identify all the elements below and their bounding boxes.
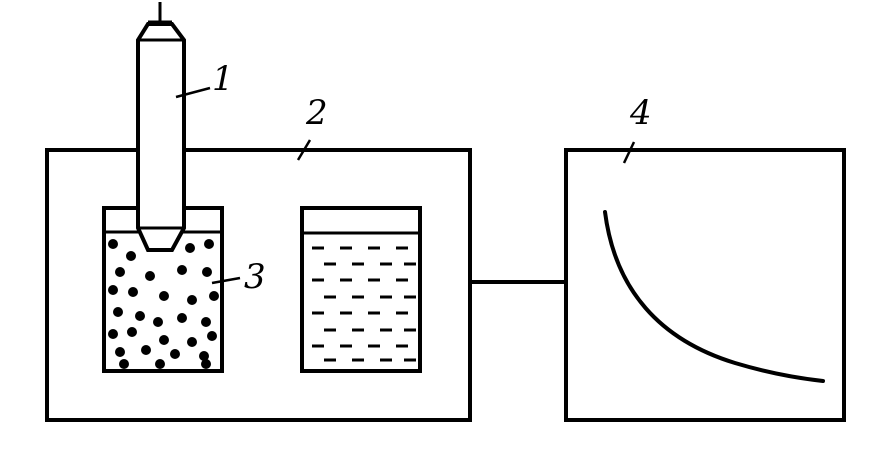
label-cell: 2: [305, 93, 328, 133]
granule: [202, 267, 212, 277]
recorder-curve: [603, 210, 825, 383]
granule: [199, 351, 209, 361]
granule: [187, 295, 197, 305]
granule: [113, 307, 123, 317]
liquid-beaker: [300, 206, 422, 373]
granule: [177, 313, 187, 323]
granule: [141, 345, 151, 355]
granule: [187, 337, 197, 347]
label-recorder: 4: [629, 93, 652, 133]
recorder-box: [564, 148, 846, 422]
granule: [207, 331, 217, 341]
granule: [201, 317, 211, 327]
label-beaker: 3: [244, 257, 266, 297]
granule: [108, 329, 118, 339]
granule: [127, 327, 137, 337]
granule: [209, 291, 219, 301]
granule: [108, 285, 118, 295]
granule: [204, 239, 214, 249]
granule-beaker: [102, 206, 224, 373]
granules: [108, 239, 219, 369]
granule: [115, 267, 125, 277]
granule: [126, 251, 136, 261]
granule: [159, 335, 169, 345]
granule: [108, 239, 118, 249]
leader-2: [296, 139, 312, 161]
liquid-dashes: [312, 246, 416, 362]
label-probe: 1: [212, 59, 234, 99]
granule: [145, 271, 155, 281]
granule: [185, 243, 195, 253]
housing-box: [45, 148, 472, 422]
granule: [119, 359, 129, 369]
granule: [115, 347, 125, 357]
granule: [128, 287, 138, 297]
granule: [135, 311, 145, 321]
granule: [159, 291, 169, 301]
leader-1: [175, 86, 211, 99]
granule: [170, 349, 180, 359]
granule: [153, 317, 163, 327]
probe: [136, 2, 186, 252]
leader-4: [622, 141, 636, 164]
leader-3: [211, 276, 241, 285]
granule: [155, 359, 165, 369]
granule: [177, 265, 187, 275]
granule: [201, 359, 211, 369]
